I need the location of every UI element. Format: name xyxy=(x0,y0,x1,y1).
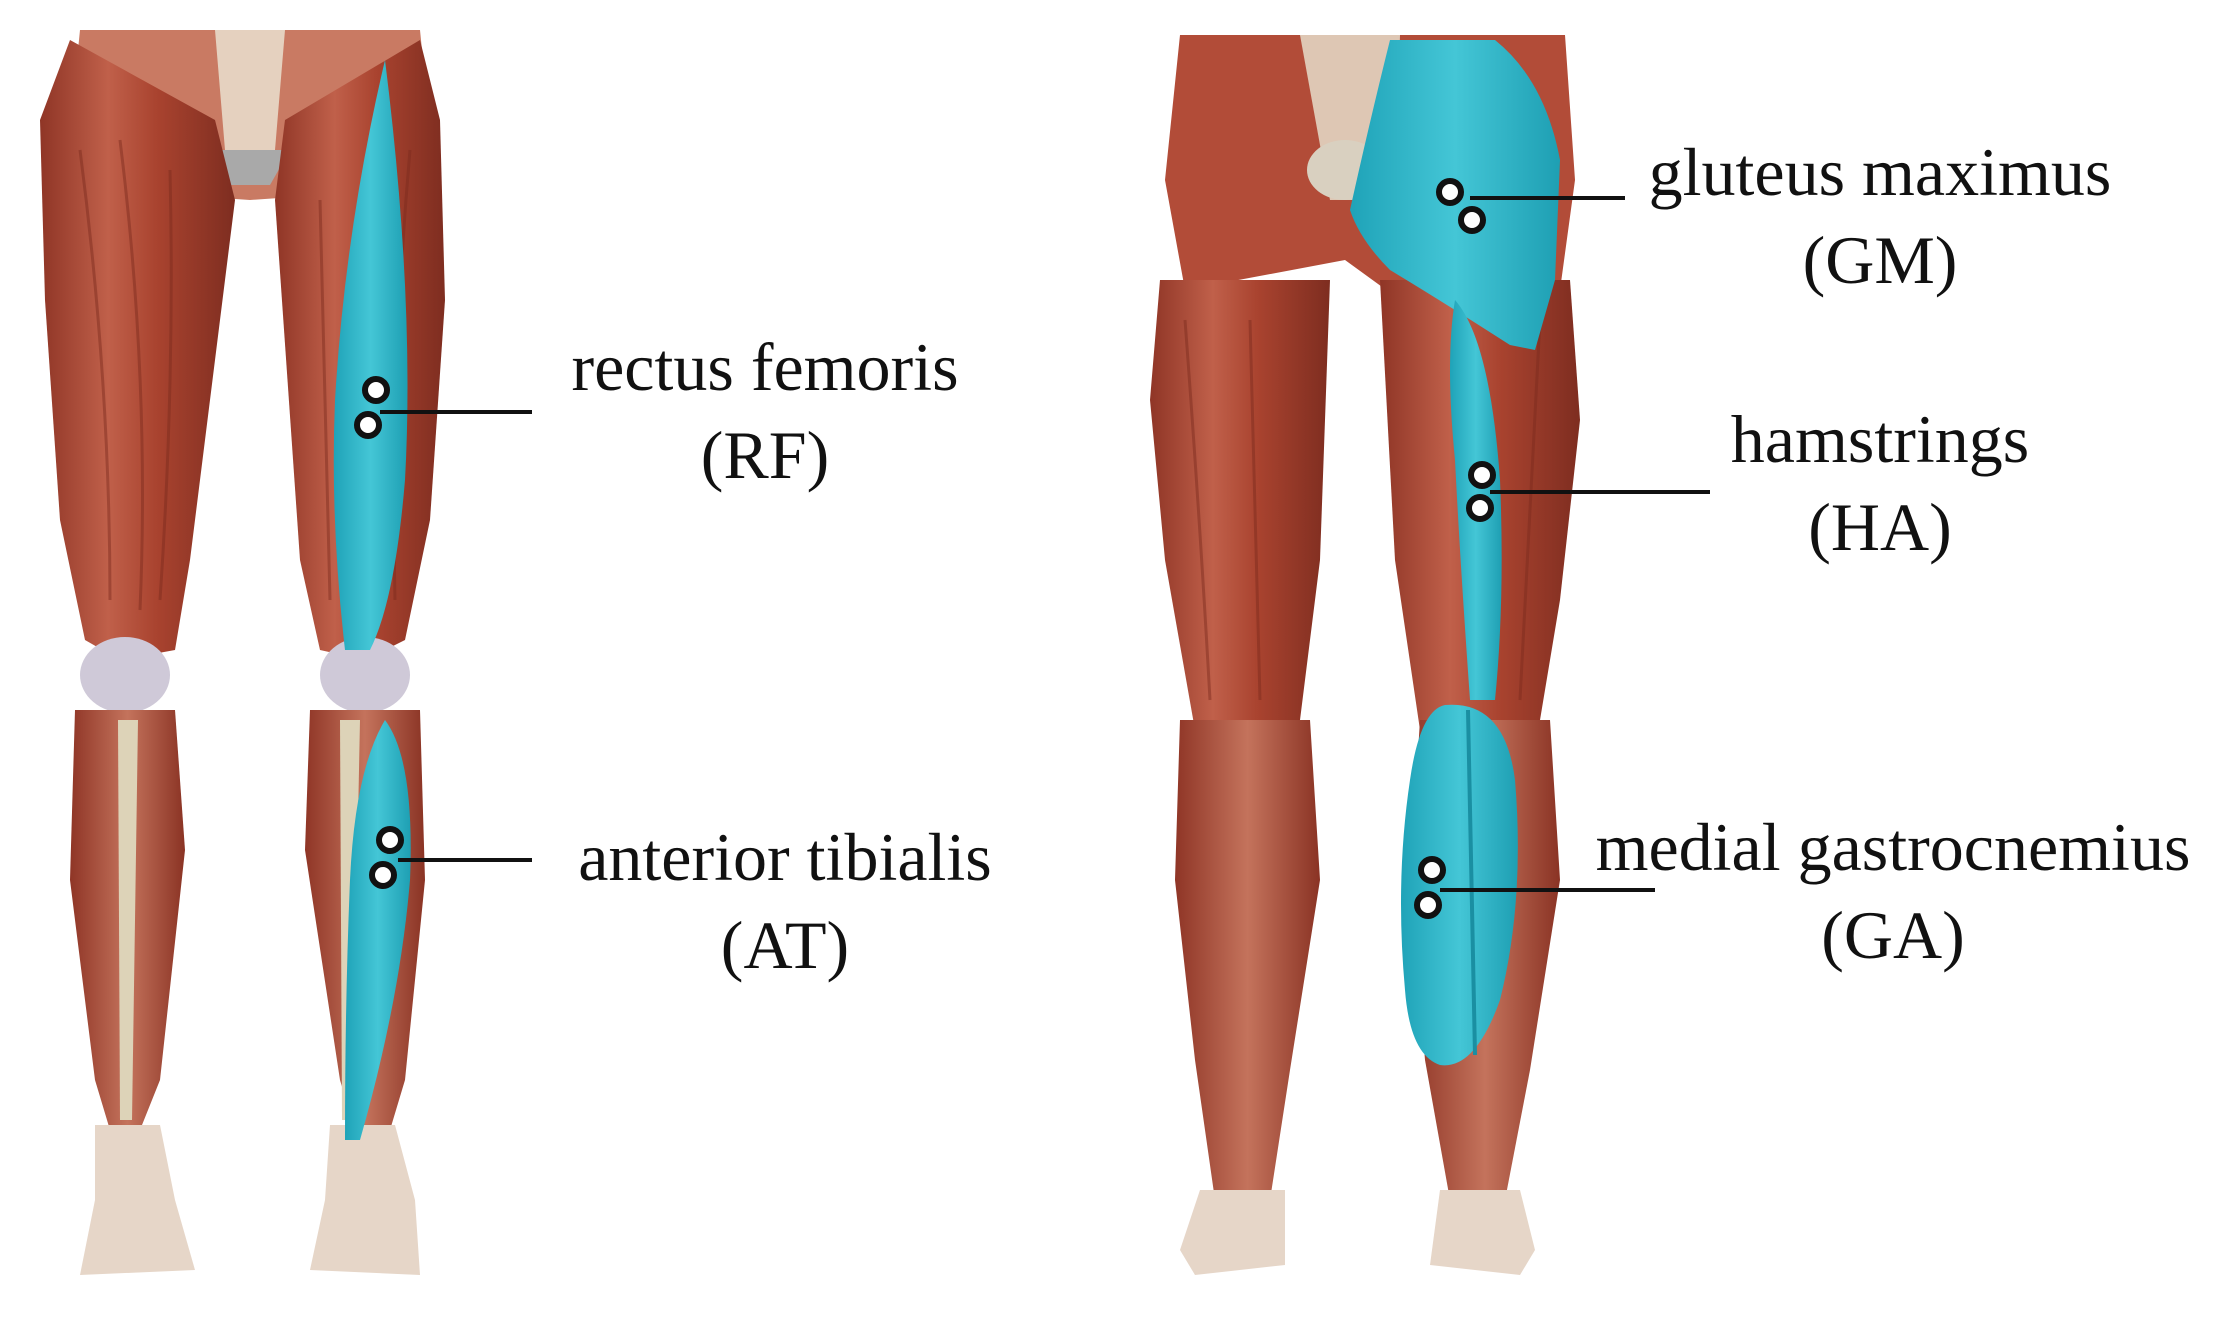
front-left-foot xyxy=(80,1125,195,1275)
electrode-icon xyxy=(369,861,397,889)
electrode-icon xyxy=(1468,461,1496,489)
anterior-tibialis-highlight xyxy=(345,720,411,1140)
electrode-icon xyxy=(362,376,390,404)
back-view-legs xyxy=(1150,35,1580,1275)
electrode-icon xyxy=(354,411,382,439)
label-ga-name: medial gastrocnemius xyxy=(1596,809,2191,885)
back-right-heel xyxy=(1430,1190,1535,1275)
electrodes xyxy=(354,178,1496,919)
back-left-calf xyxy=(1175,720,1320,1200)
label-rf-name: rectus femoris xyxy=(571,329,958,405)
electrode-icon xyxy=(1458,206,1486,234)
back-left-thigh xyxy=(1150,280,1330,730)
front-view-legs xyxy=(40,30,445,1275)
electrode-icon xyxy=(376,826,404,854)
electrode-icon xyxy=(1436,178,1464,206)
label-gm-abbr: (GM) xyxy=(1803,222,1958,298)
front-right-foot xyxy=(310,1125,420,1275)
label-ha-name: hamstrings xyxy=(1731,401,2029,477)
label-rf-abbr: (RF) xyxy=(701,417,829,493)
labels: rectus femoris (RF) anterior tibialis (A… xyxy=(571,134,2190,983)
front-pubic-bone xyxy=(210,150,290,185)
label-at-name: anterior tibialis xyxy=(578,819,992,895)
back-left-heel xyxy=(1180,1190,1285,1275)
electrode-icon xyxy=(1414,891,1442,919)
label-ga-abbr: (GA) xyxy=(1821,897,1965,973)
front-abdomen-tendon xyxy=(215,30,285,150)
medial-gastrocnemius-highlight xyxy=(1401,704,1518,1066)
rectus-femoris-highlight xyxy=(333,60,408,650)
front-right-knee xyxy=(320,637,410,713)
label-at-abbr: (AT) xyxy=(721,907,849,983)
electrode-icon xyxy=(1466,494,1494,522)
front-left-tibia xyxy=(118,720,138,1120)
front-left-knee xyxy=(80,637,170,713)
electrode-icon xyxy=(1418,856,1446,884)
label-ha-abbr: (HA) xyxy=(1808,489,1952,565)
gastrocnemius-seam xyxy=(1466,709,1477,1056)
front-left-thigh xyxy=(40,40,235,660)
label-gm-name: gluteus maximus xyxy=(1649,134,2112,210)
leader-lines xyxy=(380,196,1710,892)
